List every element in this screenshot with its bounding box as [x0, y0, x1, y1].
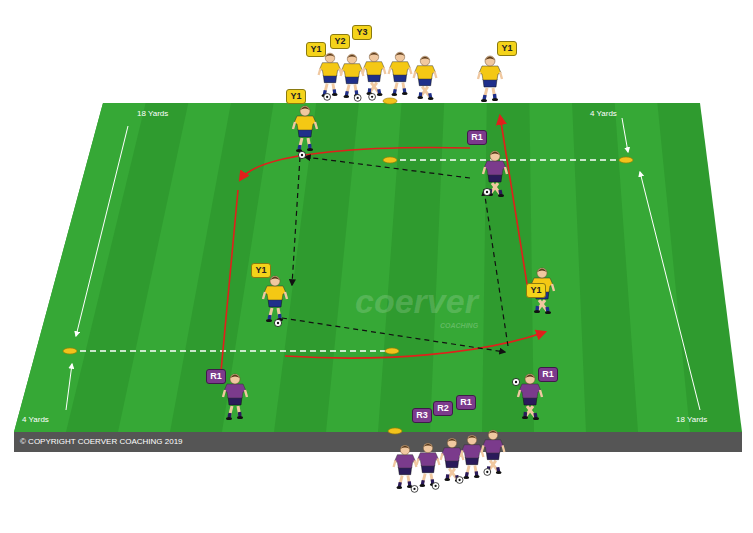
- watermark: coerver: [355, 282, 478, 321]
- player-figure: [478, 56, 502, 102]
- watermark: COACHING: [440, 322, 478, 329]
- player-label: Y1: [290, 91, 302, 102]
- player-tag: Y1: [526, 283, 546, 298]
- player-tag: Y1: [251, 263, 271, 278]
- player-figure: [441, 438, 464, 483]
- player-tag: R1: [206, 369, 226, 384]
- player-label: R1: [460, 397, 472, 408]
- player-tag: R2: [433, 401, 453, 416]
- player-tag: R1: [456, 395, 476, 410]
- player-figure: [223, 374, 247, 420]
- player-tag: Y1: [497, 41, 517, 56]
- player-label: Y1: [255, 265, 267, 276]
- dimension-label: 4 Yards: [22, 415, 49, 424]
- dimension-label: 18 Yards: [137, 109, 168, 118]
- player-tag: R1: [467, 130, 487, 145]
- player-tag: Y1: [286, 89, 306, 104]
- player-figure: [363, 52, 386, 100]
- copyright-note: © COPYRIGHT COERVER COACHING 2019: [20, 437, 183, 446]
- player-figure: [414, 56, 437, 100]
- player-figure: [483, 151, 507, 197]
- player-tag: Y3: [352, 25, 372, 40]
- player-label: Y1: [310, 44, 322, 55]
- player-label: Y1: [530, 285, 542, 296]
- player-tag: Y1: [306, 42, 326, 57]
- player-label: R1: [471, 132, 483, 143]
- player-label: Y3: [356, 27, 368, 38]
- player-tag: R1: [538, 367, 558, 382]
- player-label: R1: [210, 371, 222, 382]
- player-tag: Y2: [330, 34, 350, 49]
- player-tag: R3: [412, 408, 432, 423]
- player-label: R1: [542, 369, 554, 380]
- player-figure: [293, 106, 317, 159]
- player-figure: [341, 54, 364, 101]
- player-figure: [482, 430, 505, 475]
- player-label: R2: [437, 403, 449, 414]
- player-figure: [394, 445, 418, 492]
- player-label: Y1: [501, 43, 513, 54]
- player-figure: [263, 276, 287, 327]
- player-label: Y2: [334, 36, 346, 47]
- player-figure: [389, 52, 412, 96]
- dimension-label: 18 Yards: [676, 415, 707, 424]
- player-figure: [417, 443, 440, 489]
- player-figure: [512, 374, 542, 420]
- player-label: R3: [416, 410, 428, 421]
- player-figure: [319, 53, 342, 100]
- dimension-label: 4 Yards: [590, 109, 617, 118]
- player-figure: [461, 435, 484, 479]
